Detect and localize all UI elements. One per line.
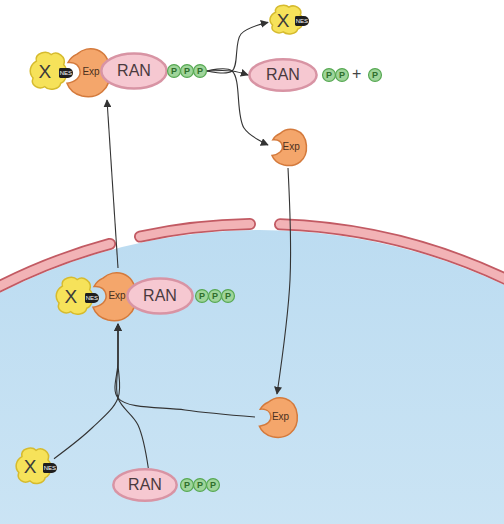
exportin: Exp	[268, 126, 308, 168]
cargo-protein: X NES	[14, 444, 54, 486]
phosphate: P	[322, 68, 336, 82]
cargo-label: X	[24, 456, 37, 475]
cargo-label: X	[38, 61, 51, 80]
phosphate-label: P	[210, 481, 216, 490]
phosphate: P	[368, 68, 382, 82]
phosphate-circle	[207, 479, 220, 492]
transport-arrow	[115, 324, 255, 417]
nes-tag: NES	[43, 463, 57, 473]
nes-tag: NES	[295, 16, 309, 26]
transport-arrow	[54, 324, 120, 459]
phosphate: P	[180, 478, 194, 492]
phosphate-circle	[194, 479, 207, 492]
phosphate: P	[221, 289, 235, 303]
membrane-band	[140, 224, 250, 237]
phosphate-circle	[196, 290, 209, 303]
phosphate: P	[195, 289, 209, 303]
phosphate-circle	[181, 479, 194, 492]
protein-label: RAN	[128, 477, 162, 493]
nes-tag: NES	[85, 293, 99, 303]
exportin: Exp	[255, 394, 299, 440]
transport-arrow	[116, 324, 148, 468]
membrane-band	[280, 224, 504, 286]
transport-arrow	[277, 168, 290, 394]
phosphate-circle	[369, 69, 382, 82]
cargo-label: X	[64, 286, 77, 305]
exportin-blob	[272, 130, 306, 166]
phosphate-label: P	[212, 292, 218, 301]
ran-ellipse	[249, 59, 316, 90]
cargo-protein: X NES	[28, 48, 70, 92]
protein-label: Exp	[272, 412, 289, 422]
phosphate-label: P	[199, 292, 205, 301]
exportin-blob	[259, 398, 297, 437]
membrane-edge	[0, 244, 110, 291]
nes-tag: NES	[59, 68, 73, 78]
protein-label: RAN	[266, 67, 300, 83]
plus-sign: +	[352, 66, 361, 82]
ran-gtpase: RAN	[100, 52, 168, 90]
transport-arrow	[107, 100, 118, 268]
phosphate: P	[167, 64, 181, 78]
cargo-protein: X NES	[268, 2, 306, 36]
phosphate: P	[180, 64, 194, 78]
phosphate-label: P	[184, 481, 190, 490]
phosphate-label: P	[339, 71, 345, 80]
protein-label: Exp	[82, 67, 99, 77]
phosphate: P	[208, 289, 222, 303]
protein-label: RAN	[143, 288, 177, 304]
phosphate-label: P	[197, 67, 203, 76]
phosphate-label: P	[326, 71, 332, 80]
phosphate: P	[206, 478, 220, 492]
phosphate: P	[193, 478, 207, 492]
protein-label: Exp	[283, 142, 300, 152]
phosphate-circle	[336, 69, 349, 82]
protein-label: RAN	[117, 63, 151, 79]
ran-ellipse	[101, 54, 166, 89]
phosphate-circle	[181, 65, 194, 78]
ran-gtpase: RAN	[112, 468, 178, 502]
ran-ellipse	[113, 469, 176, 500]
protein-label: Exp	[108, 291, 125, 301]
phosphate-label: P	[197, 481, 203, 490]
ran-gtpase: RAN	[126, 277, 194, 315]
phosphate-circle	[194, 65, 207, 78]
phosphate: P	[335, 68, 349, 82]
phosphate-circle	[323, 69, 336, 82]
cargo-label: X	[277, 10, 290, 29]
phosphate-label: P	[372, 71, 378, 80]
phosphate-circle	[222, 290, 235, 303]
phosphate-label: P	[171, 67, 177, 76]
ran-ellipse	[127, 279, 192, 314]
phosphate-label: P	[225, 292, 231, 301]
ran-gtpase: RAN	[248, 58, 318, 92]
cargo-protein: X NES	[54, 273, 96, 317]
membrane-edge	[140, 224, 250, 237]
phosphate-circle	[168, 65, 181, 78]
phosphate: P	[193, 64, 207, 78]
phosphate-circle	[209, 290, 222, 303]
nucleoplasm	[0, 230, 504, 524]
membrane-band	[0, 244, 110, 291]
membrane-edge	[280, 224, 504, 286]
transport-arrow	[207, 71, 248, 75]
phosphate-label: P	[184, 67, 190, 76]
